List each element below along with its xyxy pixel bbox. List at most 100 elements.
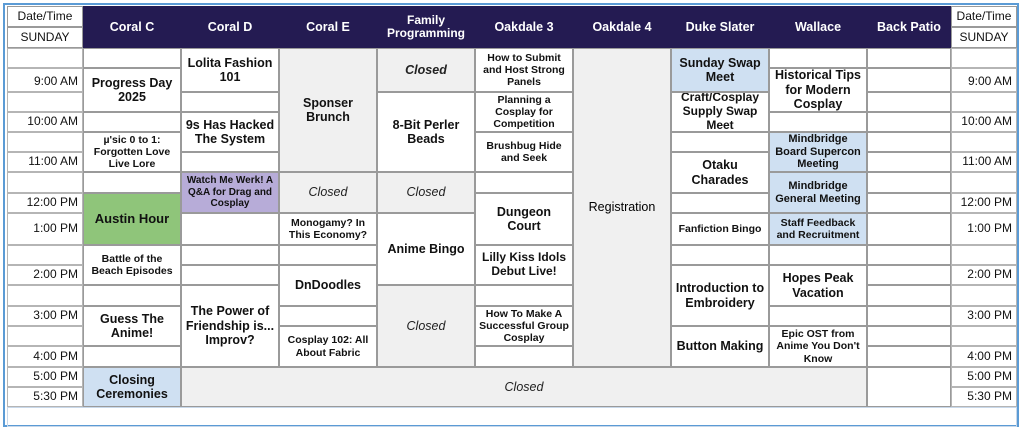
empty-slot bbox=[867, 367, 951, 407]
time-label: 10:00 AM bbox=[7, 112, 83, 132]
empty-slot bbox=[181, 213, 279, 245]
left-day-label: SUNDAY bbox=[7, 27, 83, 48]
event-craft-swap-meet[interactable]: Craft/Cosplay Supply Swap Meet bbox=[671, 92, 769, 132]
room-header-back-patio: Back Patio bbox=[867, 6, 951, 48]
event-hopes-peak[interactable]: Hopes Peak Vacation bbox=[769, 265, 867, 306]
event-8-bit-perler-beads[interactable]: 8-Bit Perler Beads bbox=[377, 92, 475, 172]
event-group-cosplay[interactable]: How To Make A Successful Group Cosplay bbox=[475, 306, 573, 346]
event-fanfiction-bingo[interactable]: Fanfiction Bingo bbox=[671, 213, 769, 245]
closed-slot: Closed bbox=[377, 48, 475, 92]
event-guess-the-anime[interactable]: Guess The Anime! bbox=[83, 306, 181, 346]
event-brushbug[interactable]: Brushbug Hide and Seek bbox=[475, 132, 573, 172]
empty-slot bbox=[867, 132, 951, 152]
time-label: 1:00 PM bbox=[951, 213, 1017, 245]
event-battle-of-the-beach[interactable]: Battle of the Beach Episodes bbox=[83, 245, 181, 285]
closed-slot: Closed bbox=[377, 285, 475, 367]
event-cosplay-102[interactable]: Cosplay 102: All About Fabric bbox=[279, 326, 377, 367]
time-label: 4:00 PM bbox=[951, 346, 1017, 367]
event-dungeon-court[interactable]: Dungeon Court bbox=[475, 193, 573, 245]
event-mindbridge-supercon[interactable]: Mindbridge Board Supercon Meeting bbox=[769, 132, 867, 172]
empty-slot bbox=[83, 112, 181, 132]
right-date-time-header: Date/Time bbox=[951, 6, 1017, 27]
footer-row bbox=[7, 407, 1017, 427]
empty-slot bbox=[867, 152, 951, 172]
empty-slot bbox=[867, 306, 951, 326]
right-day-label: SUNDAY bbox=[951, 27, 1017, 48]
room-header-oakdale-3: Oakdale 3 bbox=[475, 6, 573, 48]
time-row bbox=[951, 132, 1017, 152]
event-mindbridge-general[interactable]: Mindbridge General Meeting bbox=[769, 172, 867, 213]
time-label: 3:00 PM bbox=[7, 306, 83, 326]
time-label: 2:00 PM bbox=[7, 265, 83, 285]
closed-slot: Closed bbox=[279, 172, 377, 213]
event-austin-hour[interactable]: Austin Hour bbox=[83, 193, 181, 245]
empty-slot bbox=[769, 48, 867, 68]
room-header-coral-e: Coral E bbox=[279, 6, 377, 48]
event-staff-feedback[interactable]: Staff Feedback and Recruitment bbox=[769, 213, 867, 245]
time-label: 12:00 PM bbox=[951, 193, 1017, 213]
empty-slot bbox=[769, 112, 867, 132]
empty-slot bbox=[181, 245, 279, 265]
empty-slot bbox=[83, 285, 181, 306]
event-historical-tips[interactable]: Historical Tips for Modern Cosplay bbox=[769, 68, 867, 112]
event-power-of-friendship[interactable]: The Power of Friendship is... Improv? bbox=[181, 285, 279, 367]
empty-slot bbox=[475, 285, 573, 306]
time-label: 5:30 PM bbox=[951, 387, 1017, 407]
empty-slot bbox=[867, 245, 951, 265]
time-label: 12:00 PM bbox=[7, 193, 83, 213]
event-otaku-charades[interactable]: Otaku Charades bbox=[671, 152, 769, 193]
time-row bbox=[7, 326, 83, 346]
left-date-time-header: Date/Time bbox=[7, 6, 83, 27]
event-planning-cosplay[interactable]: Planning a Cosplay for Competition bbox=[475, 92, 573, 132]
empty-slot bbox=[867, 346, 951, 367]
room-header-wallace: Wallace bbox=[769, 6, 867, 48]
time-row bbox=[951, 326, 1017, 346]
event-9s-has-hacked[interactable]: 9s Has Hacked The System bbox=[181, 112, 279, 152]
event-sunday-swap-meet[interactable]: Sunday Swap Meet bbox=[671, 48, 769, 92]
time-label bbox=[7, 245, 83, 265]
empty-slot bbox=[867, 193, 951, 213]
closed-span: Closed bbox=[181, 367, 867, 407]
empty-slot bbox=[83, 346, 181, 367]
empty-slot bbox=[181, 152, 279, 172]
event-epic-ost[interactable]: Epic OST from Anime You Don't Know bbox=[769, 326, 867, 367]
event-sponser-brunch[interactable]: Sponser Brunch bbox=[279, 48, 377, 172]
time-row bbox=[7, 92, 83, 112]
event-intro-embroidery[interactable]: Introduction to Embroidery bbox=[671, 265, 769, 326]
closed-slot: Closed bbox=[377, 172, 475, 213]
time-label: 5:00 PM bbox=[7, 367, 83, 387]
event-progress-day[interactable]: Progress Day 2025 bbox=[83, 68, 181, 112]
time-label: 10:00 AM bbox=[951, 112, 1017, 132]
event-monogamy[interactable]: Monogamy? In This Economy? bbox=[279, 213, 377, 245]
room-header-family-programming: Family Programming bbox=[377, 6, 475, 48]
empty-slot bbox=[279, 306, 377, 326]
event-dndoodles[interactable]: DnDoodles bbox=[279, 265, 377, 306]
event-anime-bingo[interactable]: Anime Bingo bbox=[377, 213, 475, 285]
time-label: 2:00 PM bbox=[951, 265, 1017, 285]
time-label: 9:00 AM bbox=[951, 68, 1017, 92]
room-header-coral-c: Coral C bbox=[83, 6, 181, 48]
time-label: 9:00 AM bbox=[7, 68, 83, 92]
room-header-oakdale-4: Oakdale 4 bbox=[573, 6, 671, 48]
time-label: 11:00 AM bbox=[7, 152, 83, 172]
event-music-0-to-1[interactable]: µ'sic 0 to 1: Forgotten Love Live Lore bbox=[83, 132, 181, 172]
empty-slot bbox=[769, 245, 867, 265]
event-submit-panels[interactable]: How to Submit and Host Strong Panels bbox=[475, 48, 573, 92]
empty-slot bbox=[867, 213, 951, 245]
empty-slot bbox=[867, 48, 951, 68]
empty-slot bbox=[279, 245, 377, 265]
event-button-making[interactable]: Button Making bbox=[671, 326, 769, 367]
empty-slot bbox=[475, 172, 573, 193]
empty-slot bbox=[867, 172, 951, 193]
event-watch-me-werk[interactable]: Watch Me Werk! A Q&A for Drag and Cospla… bbox=[181, 172, 279, 213]
time-row bbox=[7, 48, 83, 68]
time-row bbox=[951, 172, 1017, 193]
event-lolita-fashion[interactable]: Lolita Fashion 101 bbox=[181, 48, 279, 92]
empty-slot bbox=[867, 68, 951, 92]
empty-slot bbox=[181, 92, 279, 112]
time-row bbox=[951, 48, 1017, 68]
event-lilly-kiss[interactable]: Lilly Kiss Idols Debut Live! bbox=[475, 245, 573, 285]
empty-slot bbox=[671, 193, 769, 213]
event-closing-ceremonies[interactable]: Closing Ceremonies bbox=[83, 367, 181, 407]
event-registration[interactable]: Registration bbox=[573, 48, 671, 367]
